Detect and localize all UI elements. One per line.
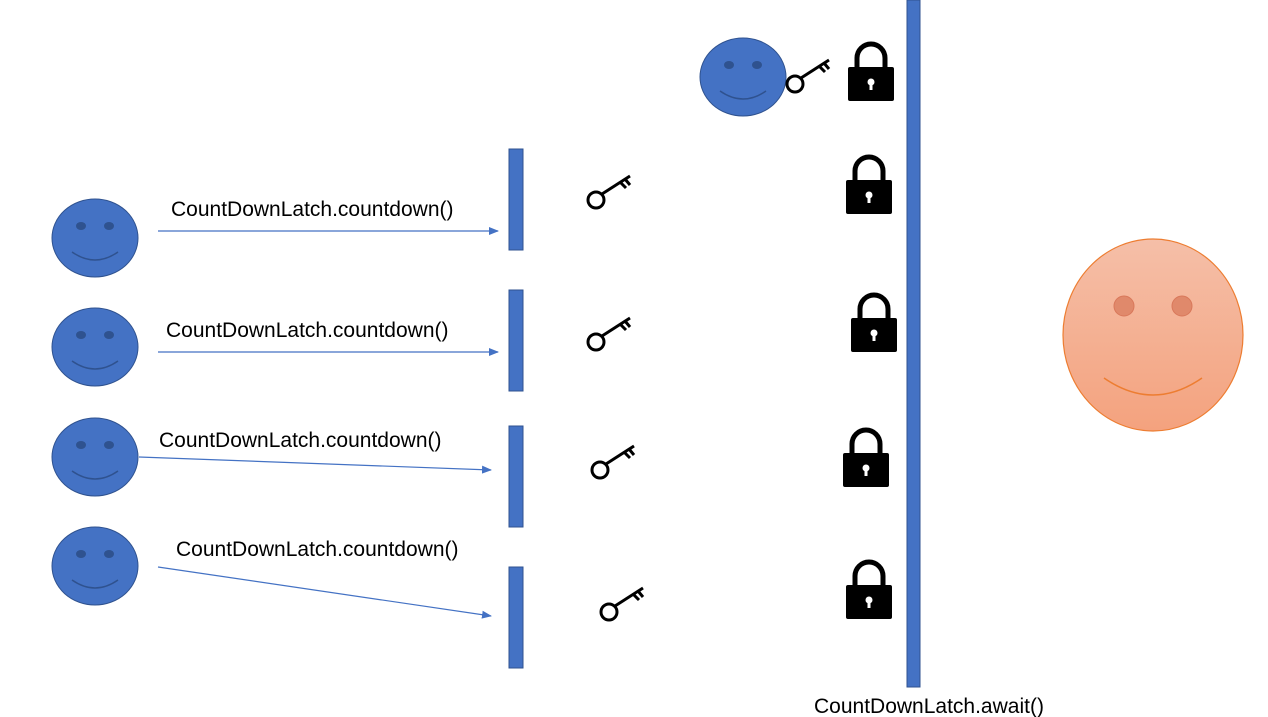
latch-barrier: [508, 425, 524, 528]
countdown-label: CountDownLatch.countdown(): [166, 319, 449, 342]
key-icon: [785, 58, 831, 94]
worker-face-icon: [51, 307, 139, 387]
key-icon: [586, 316, 632, 352]
await-label: CountDownLatch.await(): [814, 695, 1044, 717]
countdown-arrow: [157, 566, 492, 619]
worker-face-icon: [51, 526, 139, 606]
padlock-icon: [848, 44, 894, 101]
countdown-arrow: [138, 456, 492, 474]
key-icon: [590, 444, 636, 480]
padlock-icon: [846, 562, 892, 619]
countdown-label: CountDownLatch.countdown(): [176, 538, 459, 561]
latch-barrier: [508, 566, 524, 669]
worker-face-icon: [51, 417, 139, 497]
await-barrier: [906, 0, 921, 688]
countdown-label: CountDownLatch.countdown(): [159, 429, 442, 452]
padlock-icon: [843, 430, 889, 487]
latch-barrier: [508, 148, 524, 251]
worker-face-icon: [51, 198, 139, 278]
waiting-worker-face-icon: [699, 37, 787, 117]
key-icon: [586, 174, 632, 210]
latch-barrier: [508, 289, 524, 392]
waiting-thread-face-icon: [1062, 238, 1244, 432]
padlock-icon: [846, 157, 892, 214]
countdown-label: CountDownLatch.countdown(): [171, 198, 454, 221]
padlock-icon: [851, 295, 897, 352]
key-icon: [599, 586, 645, 622]
